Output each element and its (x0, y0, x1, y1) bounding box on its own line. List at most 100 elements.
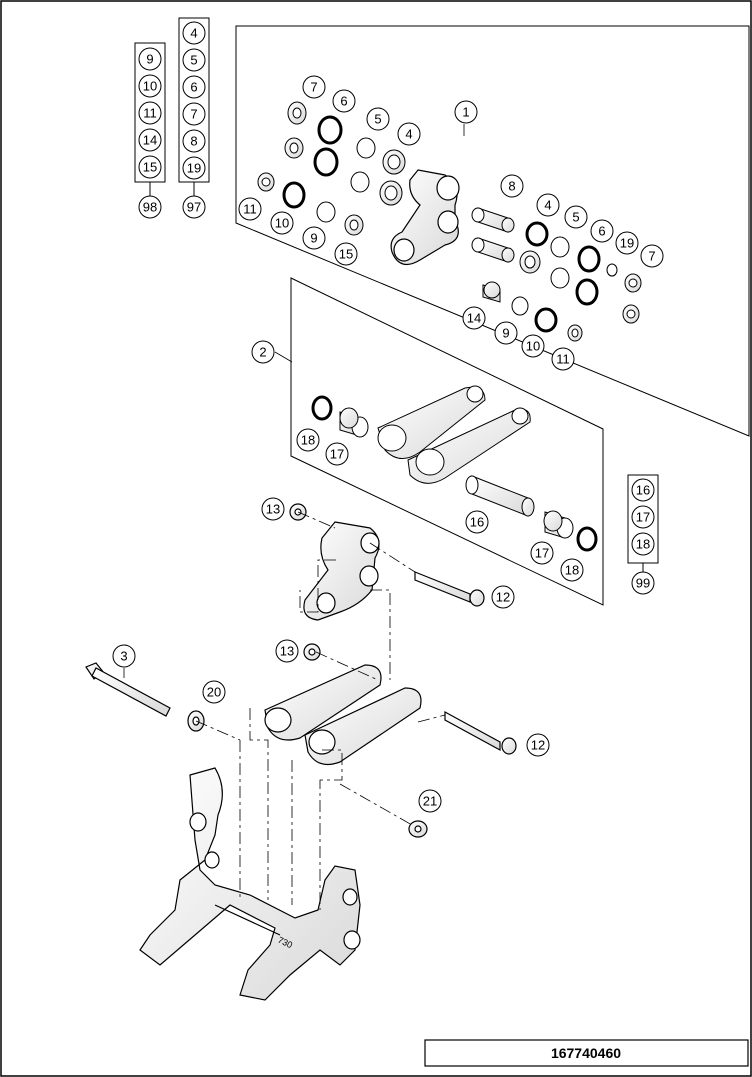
callout-group: 1234567845619711109151491011181713161718… (112, 75, 664, 813)
bolt-and-washer (85, 662, 428, 838)
callout-label-c2: 2 (259, 345, 266, 360)
kit_97-item-circle (182, 48, 206, 72)
document-number-box: 167740460 (424, 1039, 749, 1067)
callout-label-c19: 19 (620, 236, 634, 251)
callout-label-c12a: 12 (496, 590, 510, 605)
callout-circle-c12a (491, 585, 515, 609)
kit_99-item-circle (631, 532, 655, 556)
callout-label-c7b: 7 (648, 249, 655, 264)
callout-label-c17a: 17 (330, 447, 344, 462)
callout-label-c4b: 4 (544, 198, 551, 213)
pull-rods (264, 664, 422, 765)
kit-1-left-bearings (257, 101, 406, 236)
kit_97-item-circle (182, 129, 206, 153)
callout-circle-c9b (494, 321, 518, 345)
kit_97-item-circle (182, 102, 206, 126)
kit_98-item-circle (138, 74, 162, 98)
callout-circle-c16 (465, 510, 489, 534)
kit-1-outline (235, 25, 750, 437)
callout-label-c20: 20 (207, 685, 221, 700)
kit_99-item-label: 16 (636, 483, 650, 498)
callout-circle-c14 (462, 306, 486, 330)
callout-circle-c11a (238, 197, 262, 221)
callout-label-c8: 8 (508, 179, 515, 194)
callout-label-c6a: 6 (340, 94, 347, 109)
callout-label-c5b: 5 (572, 210, 579, 225)
callout-label-c11b: 11 (556, 352, 570, 367)
kit_97-item-label: 8 (190, 134, 197, 149)
kit_97-kit-circle (182, 195, 206, 219)
callout-label-c18a: 18 (301, 433, 315, 448)
callout-label-c5a: 5 (374, 112, 381, 127)
kit_99-item-circle (631, 478, 655, 502)
callout-circle-c9a (302, 226, 326, 250)
callout-label-c9b: 9 (502, 326, 509, 341)
callout-label-c3: 3 (120, 649, 127, 664)
callout-circle-c10b (521, 334, 545, 358)
kit_98-kit-circle (138, 195, 162, 219)
callout-circle-c6a (332, 89, 356, 113)
kit-2-outline (290, 277, 604, 606)
kit_98-item-label: 15 (143, 160, 157, 175)
callout-label-c11a: 11 (243, 202, 257, 217)
callout-circle-c18a (296, 428, 320, 452)
callout-circle-c5b (564, 205, 588, 229)
kit_97-item-label: 7 (190, 107, 197, 122)
callout-circle-c15 (334, 242, 358, 266)
kit_98-item-circle (138, 47, 162, 71)
callout-circle-c8 (500, 174, 524, 198)
callout-label-c4a: 4 (405, 127, 412, 142)
callout-circle-c11b (551, 347, 575, 371)
kit_98-item-circle (138, 101, 162, 125)
kit_97-kit-label: 97 (187, 200, 201, 215)
kit_97-item-label: 5 (190, 53, 197, 68)
callout-label-c6b: 6 (598, 224, 605, 239)
kit_97-item-label: 19 (187, 161, 201, 176)
callout-circle-c1 (454, 100, 478, 124)
kit-1-right-parts (471, 207, 642, 342)
callout-circle-c5a (366, 107, 390, 131)
callout-circle-c4a (397, 122, 421, 146)
kit_98-item-label: 10 (143, 79, 157, 94)
callout-circle-c21 (418, 789, 442, 813)
kit-1-rocker-part (390, 169, 460, 266)
callout-circle-c13b (275, 639, 299, 663)
callout-label-c1: 1 (462, 105, 469, 120)
callout-circle-c4b (536, 193, 560, 217)
callout-label-c13b: 13 (280, 644, 294, 659)
kit_97-item-circle (182, 156, 206, 180)
kit_98-item-label: 9 (146, 52, 153, 67)
callout-circle-c12b (526, 733, 550, 757)
kit_99-item-label: 18 (636, 537, 650, 552)
callout-label-c12b: 12 (531, 738, 545, 753)
callout-circle-c20 (202, 680, 226, 704)
callout-circle-c19 (615, 231, 639, 255)
kit_97-item-label: 6 (190, 80, 197, 95)
document-number: 167740460 (551, 1045, 621, 1061)
callout-circle-c6b (590, 219, 614, 243)
callout-circle-c17a (325, 442, 349, 466)
callout-label-c7a: 7 (310, 80, 317, 95)
kit_98-item-label: 14 (143, 133, 157, 148)
callout-circle-c17b (530, 541, 554, 565)
callout-circle-c10a (270, 211, 294, 235)
callout-label-c18b: 18 (565, 563, 579, 578)
callout-circle-c2 (251, 340, 275, 364)
kit_97-item-circle (182, 21, 206, 45)
kit_98-kit-label: 98 (143, 200, 157, 215)
kit_99-item-label: 17 (636, 510, 650, 525)
kit_98-item-circle (138, 155, 162, 179)
kit_99-item-circle (631, 505, 655, 529)
callout-circle-c7b (640, 244, 664, 268)
callout-label-c17b: 17 (535, 546, 549, 561)
callout-circle-c3 (112, 644, 136, 668)
kit_98-item-circle (138, 128, 162, 152)
frame-section (139, 767, 361, 1001)
callout-label-c10a: 10 (275, 216, 289, 231)
callout-circle-c18b (560, 558, 584, 582)
callout-circle-c13a (261, 497, 285, 521)
